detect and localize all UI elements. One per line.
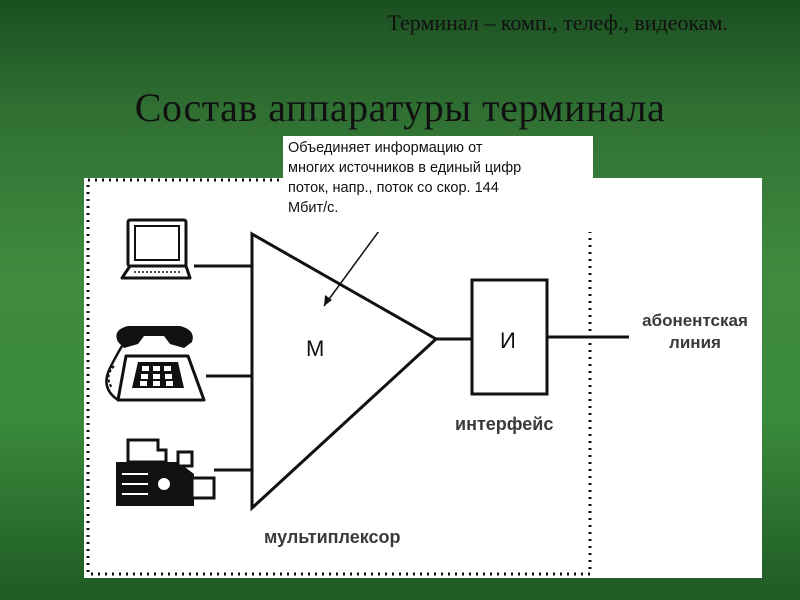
video-camera-icon	[116, 438, 216, 506]
slide-title: Состав аппаратуры терминала	[134, 85, 666, 130]
note-background	[283, 136, 593, 232]
interface-box	[470, 278, 549, 396]
terminal-diagram	[86, 178, 629, 576]
interface-symbol: И	[500, 328, 516, 353]
subscriber-line-label-1: абонентская	[642, 311, 748, 330]
multiplexer-label: мультиплексор	[264, 527, 401, 547]
subscriber-line-label: абонентская линия	[630, 310, 760, 354]
telephone-icon	[105, 326, 206, 402]
note-arrow	[323, 219, 388, 307]
computer-icon	[120, 218, 192, 280]
multiplexer-triangle	[250, 231, 439, 512]
note-line: поток, напр., поток со скор. 144	[288, 180, 499, 196]
interface-label: интерфейс	[455, 414, 554, 434]
note-text: Объединяет информацию от многих источник…	[288, 138, 588, 218]
note-line: многих источников в единый цифр	[288, 160, 522, 176]
note-arrowhead	[324, 295, 332, 306]
multiplexer-symbol: М	[306, 336, 325, 361]
note-line: Объединяет информацию от	[288, 140, 483, 156]
subscriber-line-label-2: линия	[669, 333, 721, 352]
diagram-panel	[84, 178, 762, 578]
slide-subtitle: Терминал – комп., телеф., видеокам.	[387, 10, 728, 35]
note-line: Мбит/с.	[288, 200, 339, 216]
